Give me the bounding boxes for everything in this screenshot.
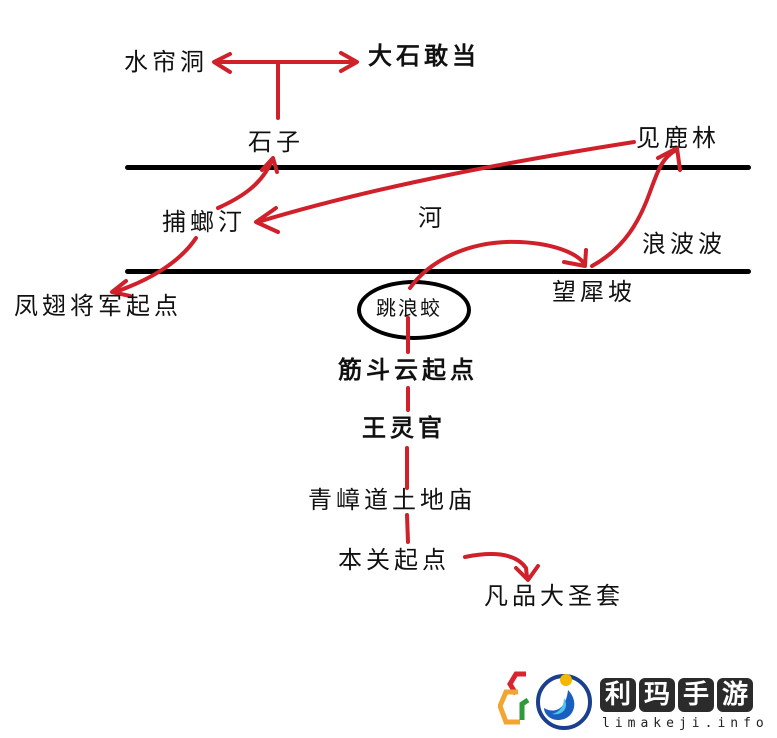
- node-qingzhangdao-tudimiao: 青嶂道土地庙: [308, 486, 476, 514]
- logo-url: limakeji.info: [602, 716, 769, 731]
- node-shizi: 石子: [248, 128, 304, 156]
- arrowhead-shuiliandong: [212, 52, 232, 74]
- node-shuiliandong: 水帘洞: [124, 48, 208, 76]
- node-bulangting: 捕螂汀: [162, 208, 246, 236]
- arrowhead-fanpin: [514, 564, 540, 582]
- arrow-jianlulin-to-bulangting: [256, 140, 636, 224]
- logo-char: 玛: [639, 678, 675, 712]
- river-bank-bottom: [125, 269, 751, 274]
- logo-char: 手: [678, 678, 714, 712]
- arrow-benguan-to-tudimiao: [405, 513, 410, 544]
- logo-char: 游: [717, 678, 753, 712]
- node-tiaolangjiao: 跳浪蛟: [376, 296, 442, 320]
- logo-brand-text: 利 玛 手 游: [600, 678, 753, 712]
- arrowhead-wangxipo: [562, 248, 588, 268]
- arrow-benguan-to-fanpin: [463, 552, 529, 579]
- logo-char: 利: [600, 678, 636, 712]
- node-wangxipo: 望犀坡: [552, 278, 636, 306]
- node-fanpin-dashengtao: 凡品大圣套: [484, 582, 624, 610]
- arrowhead-bulangting: [254, 206, 280, 234]
- node-jianlulin: 见鹿林: [636, 124, 720, 152]
- node-jindouyun-start: 筋斗云起点: [338, 355, 478, 384]
- river-label: 河: [418, 204, 446, 232]
- node-langbobo: 浪波波: [642, 230, 726, 258]
- node-fengchi-start: 凤翅将军起点: [14, 292, 182, 320]
- node-wanglingguan: 王灵官: [362, 413, 446, 442]
- watermark-logo: 利 玛 手 游 limakeji.info: [498, 668, 768, 734]
- arrow-bulangting-to-fengchi: [113, 236, 198, 294]
- river-bank-top: [125, 165, 751, 170]
- node-benguan-start: 本关起点: [338, 546, 450, 574]
- node-dashigandang: 大石敢当: [368, 41, 480, 70]
- logo-mark-icon: [498, 671, 592, 730]
- arrowhead-dashigandang: [339, 51, 359, 73]
